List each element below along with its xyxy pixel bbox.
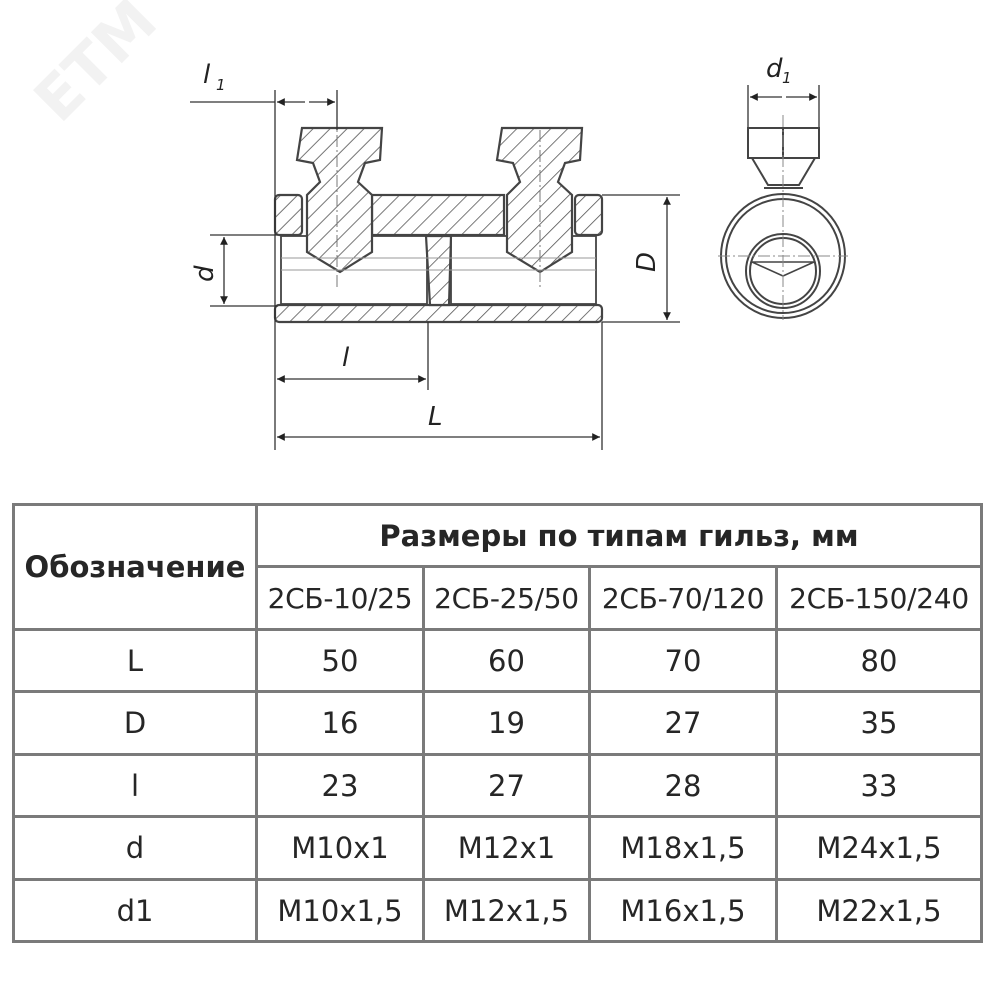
table-cell: 16	[255, 690, 425, 756]
table-cell: 27	[588, 690, 778, 756]
row-label: D	[12, 690, 258, 756]
dimension-lines	[190, 85, 820, 450]
table-cell: 28	[588, 753, 778, 818]
row-label: d	[12, 815, 258, 881]
row-label: d1	[12, 878, 258, 943]
label-l1-subscript: 1	[216, 76, 226, 94]
table-cell: 70	[588, 628, 778, 693]
table-row: L 50 60 70 80	[12, 628, 983, 693]
table-cell: M24x1,5	[775, 815, 983, 881]
table-row: D 16 19 27 35	[12, 690, 983, 756]
watermark-logo: ETM	[21, 0, 171, 136]
column-header: 2СБ-70/120	[588, 565, 778, 631]
label-d: d	[190, 265, 220, 282]
column-header: 2СБ-25/50	[422, 565, 591, 631]
table-row: l 23 27 28 33	[12, 753, 983, 818]
table-cell: 60	[422, 628, 591, 693]
table-cell: M22x1,5	[775, 878, 983, 943]
table-cell: 80	[775, 628, 983, 693]
svg-text:ETM: ETM	[21, 0, 171, 136]
label-l: l	[342, 343, 350, 373]
table-cell: M12x1,5	[422, 878, 591, 943]
label-l1: l	[203, 60, 211, 90]
table-cell: M12x1	[422, 815, 591, 881]
row-label: l	[12, 753, 258, 818]
table-cell: 50	[255, 628, 425, 693]
table-row: d1 M10x1,5 M12x1,5 M16x1,5 M22x1,5	[12, 878, 983, 943]
sleeve-section-view	[273, 95, 604, 324]
table-cell: 27	[422, 753, 591, 818]
table-cell: 23	[255, 753, 425, 818]
table-row: d M10x1 M12x1 M18x1,5 M24x1,5	[12, 815, 983, 881]
table-header-row: Обозначение Размеры по типам гильз, мм	[12, 503, 983, 631]
label-d1-subscript: 1	[782, 69, 792, 87]
group-header: Размеры по типам гильз, мм	[255, 503, 983, 568]
label-d1: d	[766, 54, 783, 84]
column-header: 2СБ-10/25	[255, 565, 425, 631]
table-cell: M18x1,5	[588, 815, 778, 881]
table-cell: 35	[775, 690, 983, 756]
technical-drawing: ETM	[21, 0, 848, 450]
dimensions-table: Обозначение Размеры по типам гильз, мм 2…	[12, 503, 983, 943]
table-subheader-row: 2СБ-10/25 2СБ-25/50 2СБ-70/120 2СБ-150/2…	[14, 565, 983, 631]
table-cell: M16x1,5	[588, 878, 778, 943]
row-label: L	[12, 628, 258, 693]
label-D: D	[632, 252, 662, 272]
label-L: L	[428, 402, 443, 432]
table-cell: M10x1,5	[255, 878, 425, 943]
table-cell: 19	[422, 690, 591, 756]
table-cell: M10x1	[255, 815, 425, 881]
designation-header: Обозначение	[12, 503, 258, 631]
sleeve-end-view	[718, 115, 848, 320]
table-cell: 33	[775, 753, 983, 818]
column-header: 2СБ-150/240	[775, 565, 983, 631]
